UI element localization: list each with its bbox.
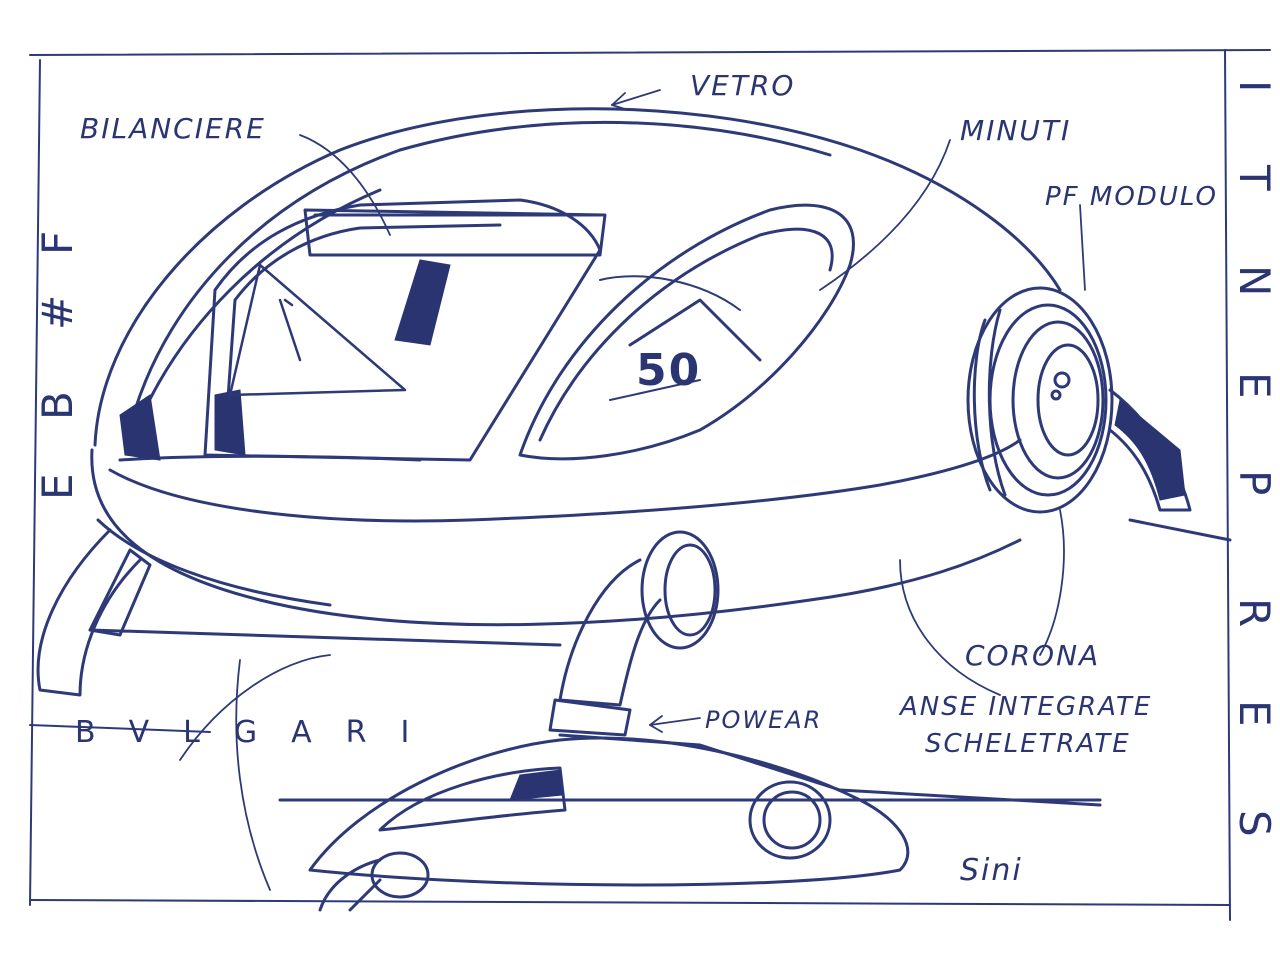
main-watch-case [90,107,1062,627]
label-scheletrate: SCHELETRATE [925,729,1131,759]
label-brand: BVLGARI [75,715,443,750]
label-powear: POWEAR [705,706,822,734]
right-letter-3: R [1230,598,1279,627]
label-corona: CORONA [965,639,1100,672]
label-modulo: PF MODULO [1045,182,1218,212]
escapement-dark-area [119,259,451,461]
artist-signature: Sini [960,853,1023,888]
label-vetro: VETRO [690,69,795,102]
right-letter-5: E [1230,372,1279,399]
crown-module [966,286,1114,514]
right-letter-4: P [1230,470,1279,495]
lug-dark-fill [1114,399,1186,501]
balance-cone [228,263,407,397]
label-minuti: MINUTI [960,114,1071,147]
left-letter-2: B [33,391,82,420]
minute-disc [599,275,741,401]
sheet-frame [29,49,1271,921]
left-letter-3: # [33,295,82,330]
glass-window-left [203,198,607,462]
left-side-letters: E B # F [33,231,82,500]
side-view-sketch [278,733,1102,912]
right-side-letters: S E R P E N T I [1230,80,1279,837]
right-letter-6: N [1230,265,1279,296]
side-view-window-dark [509,769,563,801]
right-letter-7: T [1230,164,1279,191]
left-letter-1: E [33,473,82,500]
right-letter-8: I [1230,80,1279,92]
dial-minute-number: 50 [636,345,701,396]
label-bilanciere: BILANCIERE [80,112,266,145]
label-anse-integrate: ANSE INTEGRATE [898,692,1152,722]
right-letter-1: S [1230,810,1279,837]
secondary-crown [548,530,720,737]
left-letter-4: F [33,231,82,255]
glass-window-right [518,203,855,461]
right-letter-2: E [1230,700,1279,727]
integrated-lugs [36,388,1232,697]
annotation-leaders [179,89,1086,891]
